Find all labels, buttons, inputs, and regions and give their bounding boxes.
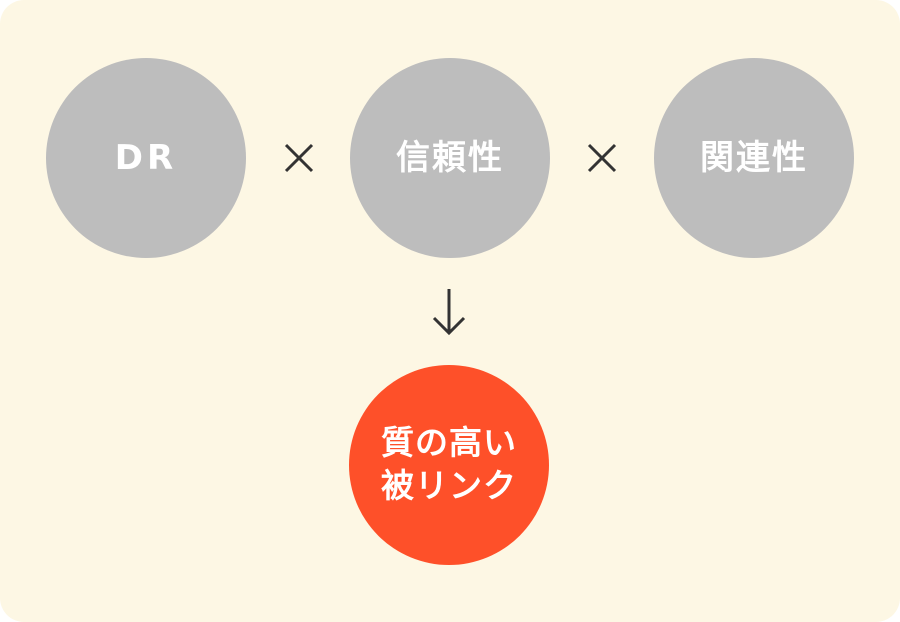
result-label-line2: 被リンク — [381, 466, 517, 505]
result-circle: 質の高い 被リンク — [349, 365, 549, 565]
arrow-down-icon — [432, 289, 466, 336]
factor-label-relevance: 関連性 — [700, 137, 808, 178]
multiply-icon — [587, 143, 617, 173]
result-label-line1: 質の高い — [381, 423, 517, 463]
multiply-icon — [284, 143, 314, 173]
factor-label-dr: DR — [114, 137, 178, 178]
factor-label-trust: 信頼性 — [396, 137, 504, 178]
factor-circle-trust: 信頼性 — [350, 58, 550, 258]
factor-circle-relevance: 関連性 — [654, 58, 854, 258]
factor-circle-dr: DR — [46, 58, 246, 258]
